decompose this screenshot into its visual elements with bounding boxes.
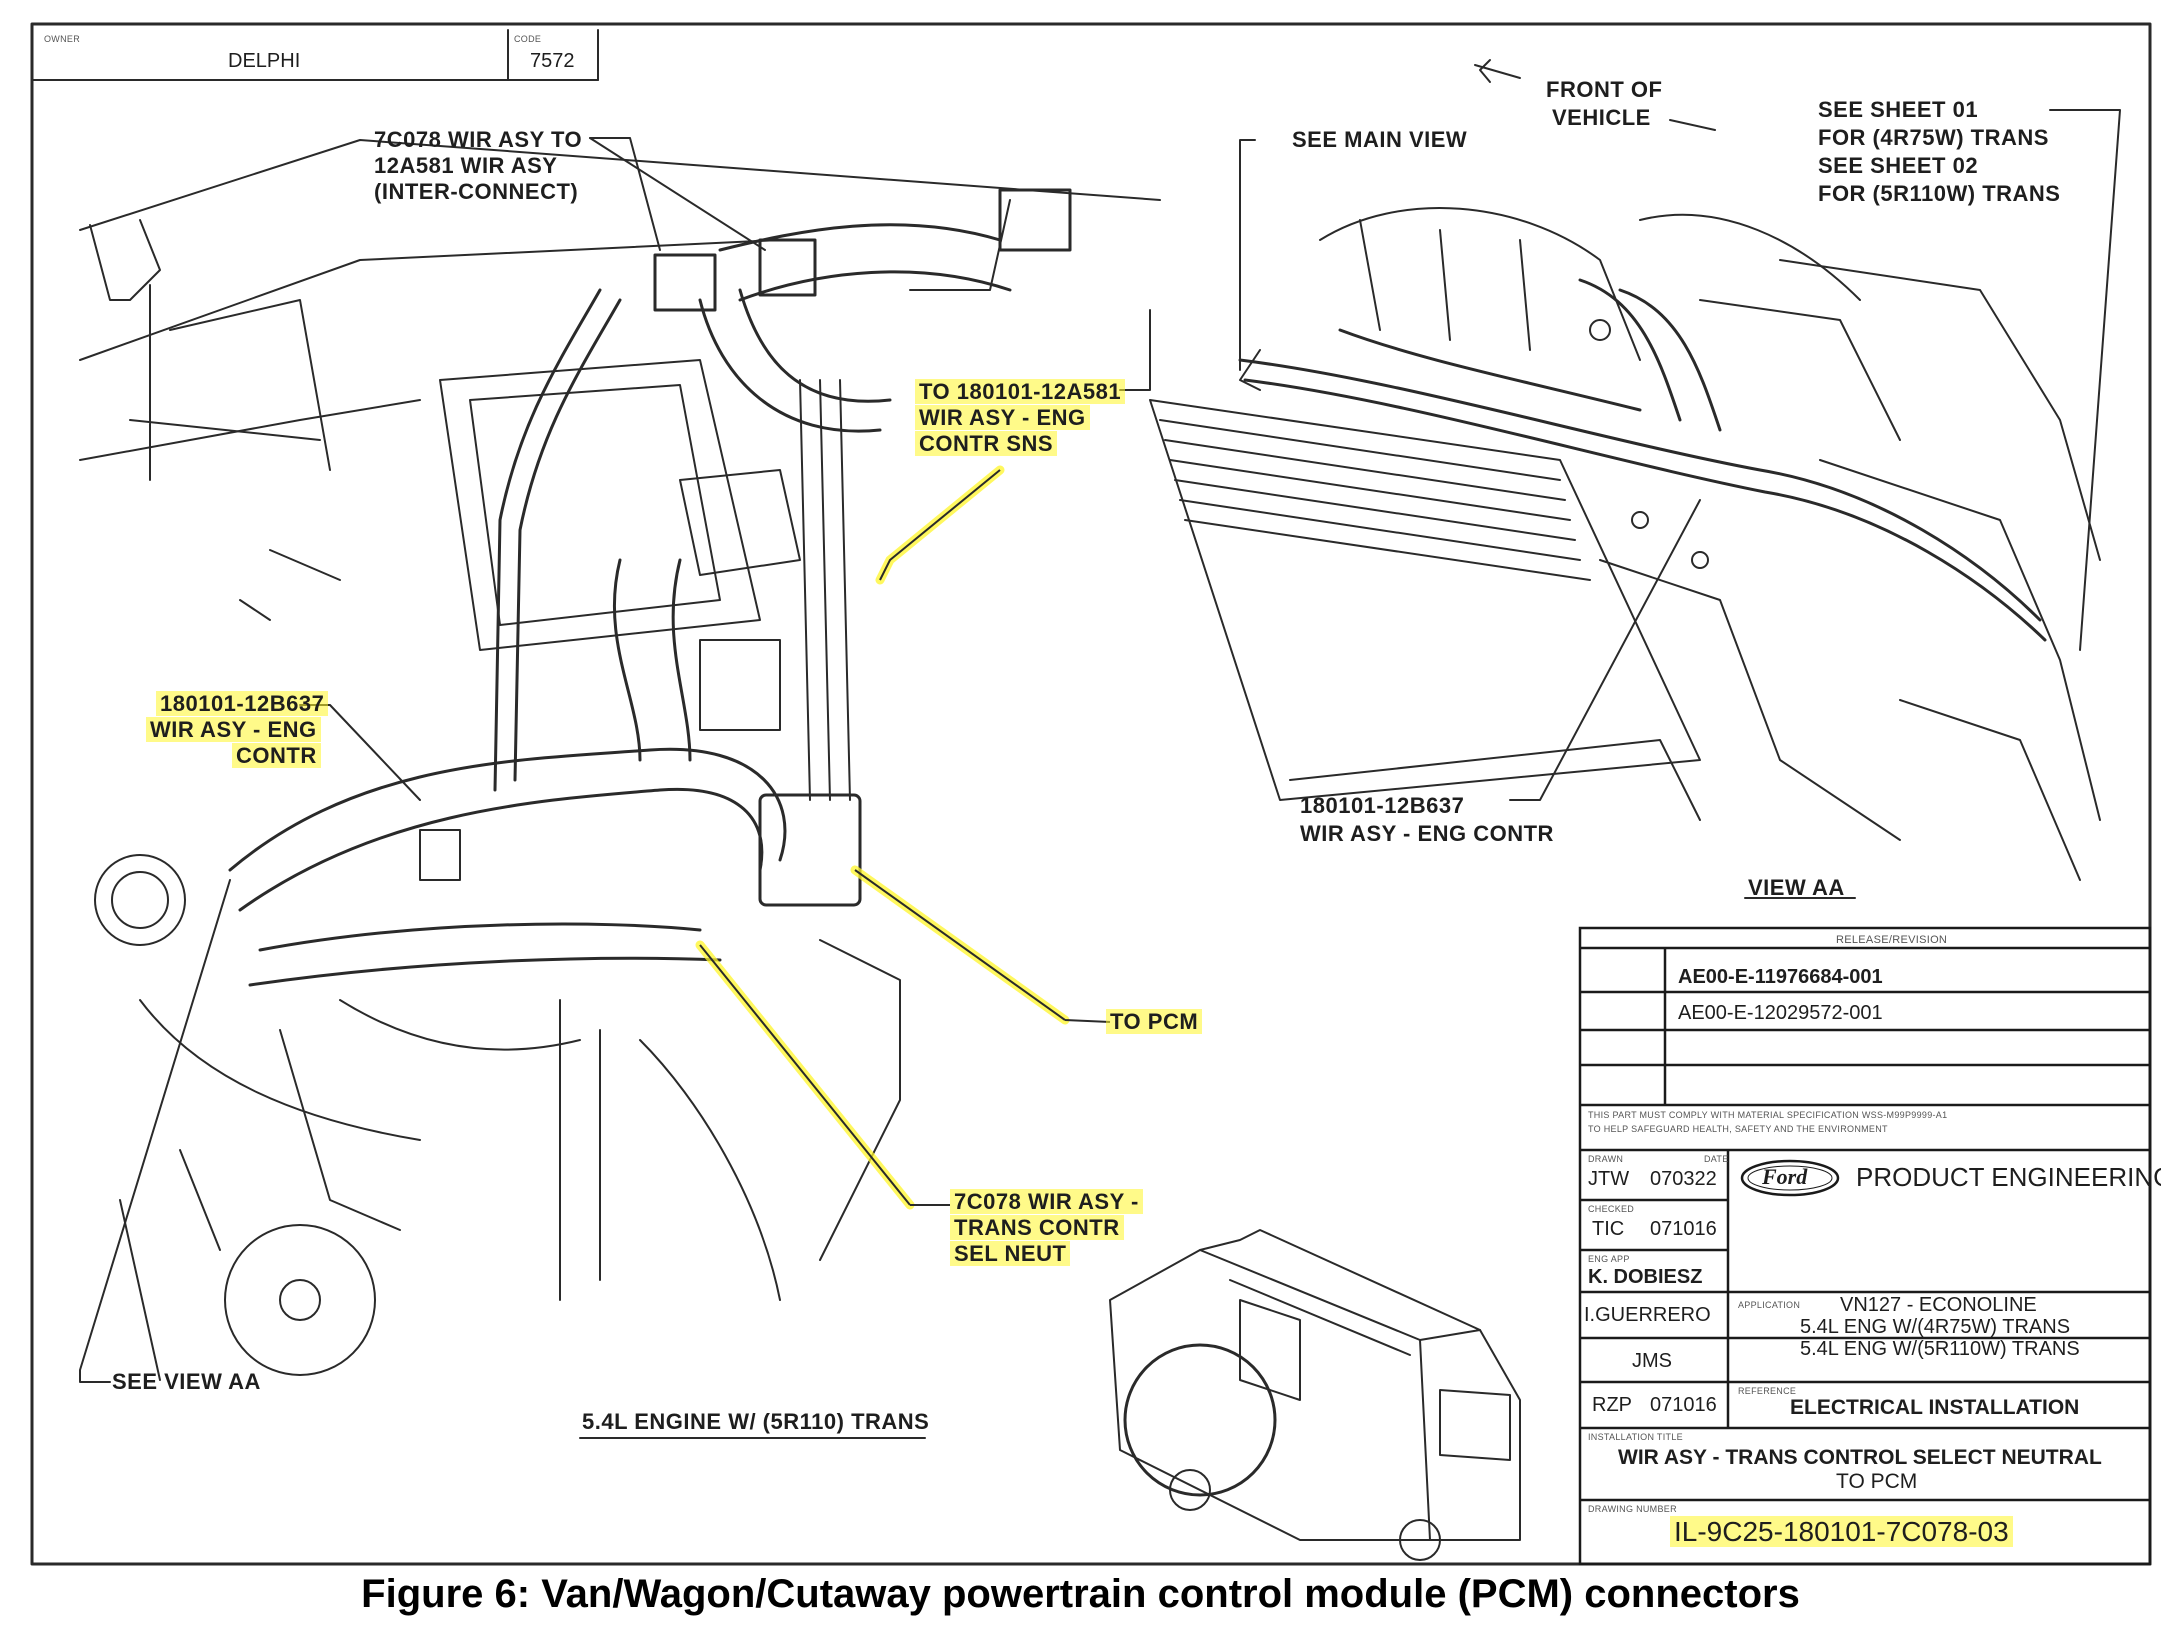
callout-inter-connect-1: 7C078 WIR ASY TO: [374, 127, 583, 152]
callout-eng-contr-sns-2-text: WIR ASY - ENG: [915, 405, 1090, 430]
owner-value: DELPHI: [228, 50, 301, 72]
front-of-vehicle-1: FRONT OF: [1546, 77, 1663, 102]
compliance-note-1: THIS PART MUST COMPLY WITH MATERIAL SPEC…: [1588, 1110, 1948, 1120]
callout-trans-contr-2-text: TRANS CONTR: [950, 1215, 1124, 1240]
release-header: RELEASE/REVISION: [1836, 934, 1948, 946]
view-aa-title: VIEW AA: [1748, 875, 1845, 900]
install-title-caption: INSTALLATION TITLE: [1588, 1432, 1683, 1442]
eng-app-caption: ENG APP: [1588, 1254, 1630, 1264]
callout-trans-contr-3-text: SEL NEUT: [950, 1241, 1071, 1266]
callout-eng-contr-sns-1-text: TO 180101-12A581: [915, 379, 1126, 404]
rzp-date: 071016: [1650, 1394, 1717, 1416]
figure-caption: Figure 6: Van/Wagon/Cutaway powertrain c…: [361, 1572, 1800, 1616]
callout-eng-contr-left-3-text: CONTR: [232, 743, 321, 768]
callout-see-view-aa: SEE VIEW AA: [112, 1369, 261, 1394]
engineer-guerrero: I.GUERRERO: [1584, 1304, 1711, 1326]
ford-logo-text: Ford: [1762, 1164, 1808, 1189]
sheet-border: [30, 22, 2152, 1566]
engineer-jms: JMS: [1632, 1350, 1672, 1372]
see-sheets-3: SEE SHEET 02: [1818, 153, 1979, 178]
code-value: 7572: [530, 50, 575, 72]
callout-eng-contr-left-1-text: 180101-12B637: [156, 691, 329, 716]
ford-logo-oval: [1740, 1159, 1840, 1197]
front-of-vehicle-2: VEHICLE: [1552, 105, 1651, 130]
date-caption: DATE: [1704, 1154, 1729, 1164]
eng-app: K. DOBIESZ: [1588, 1266, 1703, 1288]
callout-eng-contr-sns-2: WIR ASY - ENG: [915, 404, 1090, 432]
code-caption: CODE: [514, 34, 542, 44]
application-caption: APPLICATION: [1738, 1300, 1801, 1310]
engineer-rzp: RZP: [1592, 1394, 1632, 1416]
see-sheets-4: FOR (5R110W) TRANS: [1818, 181, 2061, 206]
callout-eng-contr-sns-3-text: CONTR SNS: [915, 431, 1058, 456]
drawing-number: IL-9C25-180101-7C078-03: [1670, 1516, 2013, 1548]
callout-eng-contr-left-3: CONTR: [232, 742, 321, 770]
callout-eng-contr-left-2-text: WIR ASY - ENG: [146, 717, 321, 742]
drawing-number-caption: DRAWING NUMBER: [1588, 1504, 1677, 1514]
callout-inter-connect-3: (INTER-CONNECT): [374, 179, 579, 204]
drawn-by: JTW: [1588, 1168, 1630, 1190]
callout-eng-contr-sns-1: TO 180101-12A581: [915, 378, 1126, 406]
application-2: 5.4L ENG W/(4R75W) TRANS: [1800, 1316, 2071, 1338]
title-block-grid: [1578, 926, 2152, 1566]
application-1: VN127 - ECONOLINE: [1840, 1294, 2037, 1316]
reference: ELECTRICAL INSTALLATION: [1790, 1396, 2080, 1419]
engine-view-title: 5.4L ENGINE W/ (5R110) TRANS: [582, 1409, 930, 1434]
application-3: 5.4L ENG W/(5R110W) TRANS: [1800, 1338, 2080, 1360]
checked-caption: CHECKED: [1588, 1204, 1635, 1214]
callout-eng-contr-sns-3: CONTR SNS: [915, 430, 1058, 458]
checked-date: 071016: [1650, 1218, 1717, 1240]
callout-trans-contr-2: TRANS CONTR: [950, 1214, 1124, 1242]
install-title-2: TO PCM: [1836, 1470, 1918, 1493]
compliance-note-2: TO HELP SAFEGUARD HEALTH, SAFETY AND THE…: [1588, 1124, 1888, 1134]
reference-caption: REFERENCE: [1738, 1386, 1797, 1396]
callout-trans-contr-1: 7C078 WIR ASY -: [950, 1188, 1143, 1216]
install-title-1: WIR ASY - TRANS CONTROL SELECT NEUTRAL: [1618, 1446, 2102, 1469]
callout-eng-contr-left-1: 180101-12B637: [156, 690, 329, 718]
callout-eng-contr-left-2: WIR ASY - ENG: [146, 716, 321, 744]
drawing-number-text: IL-9C25-180101-7C078-03: [1670, 1516, 2013, 1547]
checked-by: TIC: [1592, 1218, 1625, 1240]
revision-1: AE00-E-11976684-001: [1678, 966, 1883, 988]
see-sheets-1: SEE SHEET 01: [1818, 97, 1979, 122]
callout-trans-contr-3: SEL NEUT: [950, 1240, 1071, 1268]
callout-to-pcm: TO PCM: [1106, 1008, 1203, 1036]
callout-to-pcm-text: TO PCM: [1106, 1009, 1203, 1034]
drawn-caption: DRAWN: [1588, 1154, 1624, 1164]
see-sheets-2: FOR (4R75W) TRANS: [1818, 125, 2049, 150]
owner-caption: OWNER: [44, 34, 80, 44]
callout-eng-contr-right-1: 180101-12B637: [1300, 793, 1465, 818]
revision-2: AE00-E-12029572-001: [1678, 1002, 1883, 1024]
drawn-date: 070322: [1650, 1168, 1717, 1190]
callout-see-main-view: SEE MAIN VIEW: [1292, 127, 1468, 152]
callout-inter-connect-2: 12A581 WIR ASY: [374, 153, 558, 178]
callout-trans-contr-1-text: 7C078 WIR ASY -: [950, 1189, 1143, 1214]
product-engineering: PRODUCT ENGINEERING: [1856, 1162, 2161, 1192]
callout-eng-contr-right-2: WIR ASY - ENG CONTR: [1300, 821, 1554, 846]
